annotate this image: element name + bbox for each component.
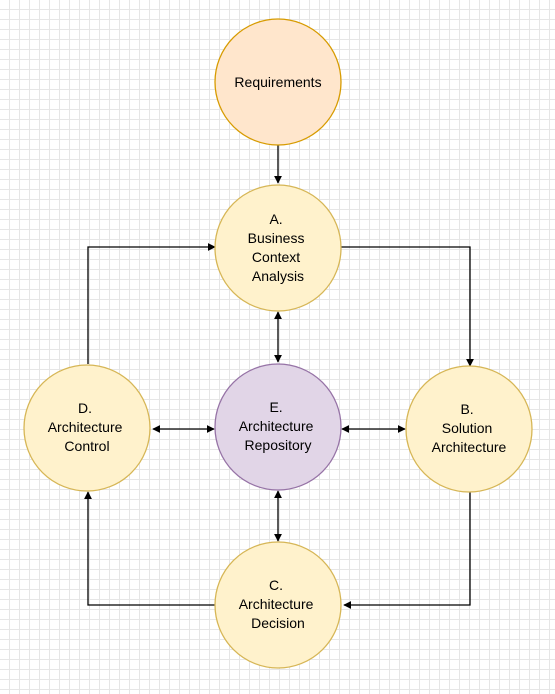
node-business-context-circle <box>214 184 342 312</box>
node-solution-architecture-line: B. <box>460 401 473 417</box>
node-business-context-line: Context <box>252 249 300 265</box>
edge-solution-architecture-to-architecture-decision <box>343 492 471 609</box>
node-architecture-repository-label: E. Architecture Repository <box>239 399 318 453</box>
node-architecture-repository-line: E. <box>269 399 282 415</box>
node-architecture-control-line: Control <box>64 438 109 454</box>
node-architecture-repository-line: Repository <box>245 437 312 453</box>
node-architecture-decision-line: Architecture <box>239 596 314 612</box>
node-architecture-decision-line: C. <box>269 577 283 593</box>
node-business-context-label: A. Business Context Analysis <box>248 211 309 284</box>
node-architecture-repository[interactable]: E. Architecture Repository <box>214 363 342 491</box>
node-architecture-control[interactable]: D. Architecture Control <box>23 364 151 492</box>
edge-architecture-decision-to-architecture-control <box>84 491 215 606</box>
node-business-context-line: Business <box>248 230 305 246</box>
nodes-group: Requirements A. Business Context Analysi… <box>23 18 533 669</box>
node-architecture-control-label: D. Architecture Control <box>48 400 127 454</box>
edge-architecture-control-to-business-context <box>87 243 216 364</box>
node-solution-architecture-line: Solution <box>442 420 493 436</box>
node-architecture-decision-label: C. Architecture Decision <box>239 577 318 631</box>
node-solution-architecture-label: B. Solution Architecture <box>432 401 507 455</box>
node-architecture-decision[interactable]: C. Architecture Decision <box>214 541 342 669</box>
node-architecture-control-circle <box>23 364 151 492</box>
node-solution-architecture[interactable]: B. Solution Architecture <box>405 365 533 493</box>
node-architecture-decision-line: Decision <box>251 615 305 631</box>
node-business-context-analysis[interactable]: A. Business Context Analysis <box>214 184 342 312</box>
node-requirements-circle <box>214 18 342 146</box>
node-solution-architecture-circle <box>405 365 533 493</box>
node-architecture-repository-circle <box>214 363 342 491</box>
edges-group <box>84 143 474 609</box>
node-requirements-label: Requirements <box>234 74 321 90</box>
node-architecture-repository-line: Architecture <box>239 418 314 434</box>
node-architecture-decision-circle <box>214 541 342 669</box>
node-business-context-line: A. <box>269 211 282 227</box>
node-architecture-control-line: Architecture <box>48 419 123 435</box>
node-architecture-control-line: D. <box>78 400 92 416</box>
node-business-context-line: Analysis <box>252 268 304 284</box>
node-requirements[interactable]: Requirements <box>214 18 342 146</box>
node-requirements-line: Requirements <box>234 74 321 90</box>
edge-business-context-to-solution-architecture <box>341 246 474 367</box>
node-solution-architecture-line: Architecture <box>432 439 507 455</box>
